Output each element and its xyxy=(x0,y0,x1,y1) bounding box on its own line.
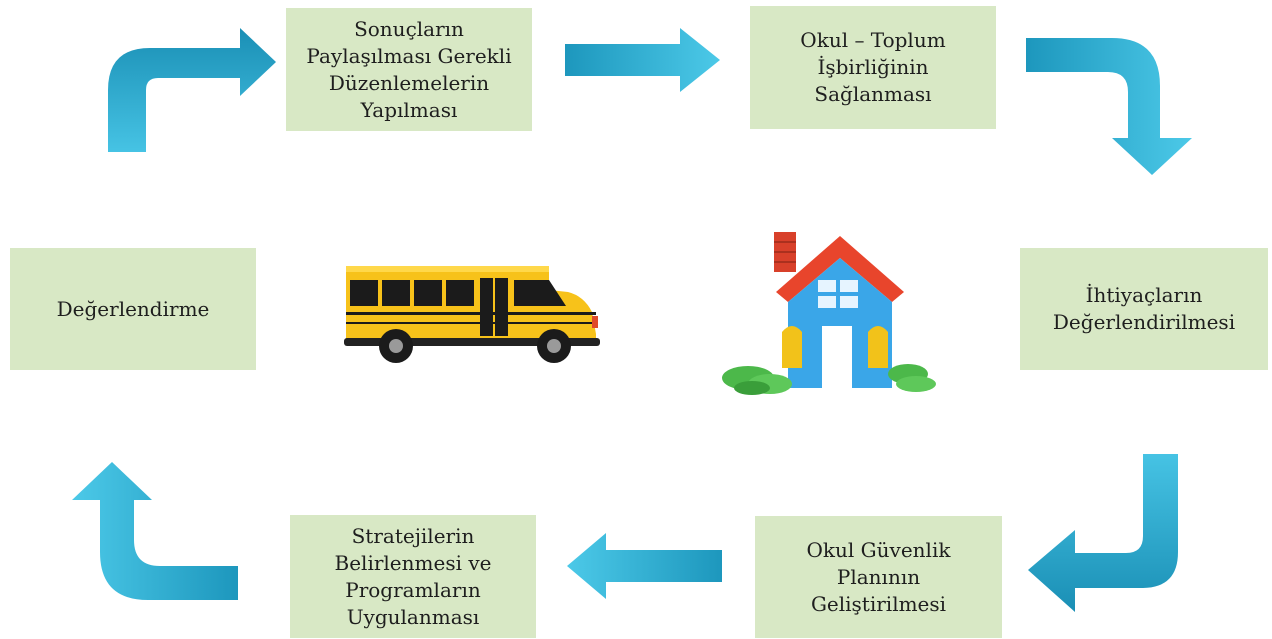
step-sharing-results: Sonuçların Paylaşılması Gerekli Düzenlem… xyxy=(286,8,532,131)
curved-arrow-bottom-left xyxy=(72,462,238,600)
step-cooperation-line-1: Okul – Toplum xyxy=(800,28,946,52)
step-sharing-line-2: Paylaşılması Gerekli xyxy=(306,43,512,68)
step-evaluation: Değerlendirme xyxy=(10,248,256,370)
arrow-left-bottom xyxy=(567,533,722,599)
step-needs-assessment: İhtiyaçların Değerlendirilmesi xyxy=(1020,248,1268,370)
step-strategies-line-4: Uygulanması xyxy=(346,604,480,629)
step-strategies-programs: Stratejilerin Belirlenmesi ve Programlar… xyxy=(290,515,536,638)
step-cooperation-line-2: İşbirliğinin xyxy=(817,55,929,79)
step-safety-line-3: Geliştirilmesi xyxy=(810,591,947,616)
step-sharing-line-1: Sonuçların xyxy=(354,16,464,41)
arrow-right-top xyxy=(565,28,720,92)
step-strategies-line-2: Belirlenmesi ve xyxy=(334,550,492,575)
step-strategies-line-1: Stratejilerin xyxy=(351,523,475,548)
step-needs-line-1: İhtiyaçların xyxy=(1085,283,1203,307)
step-safety-line-2: Planının xyxy=(836,564,921,589)
school-bus-icon xyxy=(344,266,600,363)
curved-arrow-bottom-right xyxy=(1028,454,1178,612)
curved-arrow-top-left xyxy=(108,28,276,152)
step-strategies-line-3: Programların xyxy=(345,577,481,602)
step-safety-plan: Okul Güvenlik Planının Geliştirilmesi xyxy=(755,516,1002,638)
step-cooperation-line-3: Sağlanması xyxy=(814,82,932,106)
house-icon xyxy=(722,232,936,395)
step-sharing-line-3: Düzenlemelerin xyxy=(328,70,490,95)
step-sharing-line-4: Yapılması xyxy=(360,97,458,122)
step-safety-line-1: Okul Güvenlik xyxy=(806,537,951,562)
curved-arrow-top-right xyxy=(1026,38,1192,175)
step-needs-line-2: Değerlendirilmesi xyxy=(1052,310,1236,334)
step-evaluation-line-1: Değerlendirme xyxy=(56,296,210,321)
step-community-cooperation: Okul – Toplum İşbirliğinin Sağlanması xyxy=(750,6,996,129)
